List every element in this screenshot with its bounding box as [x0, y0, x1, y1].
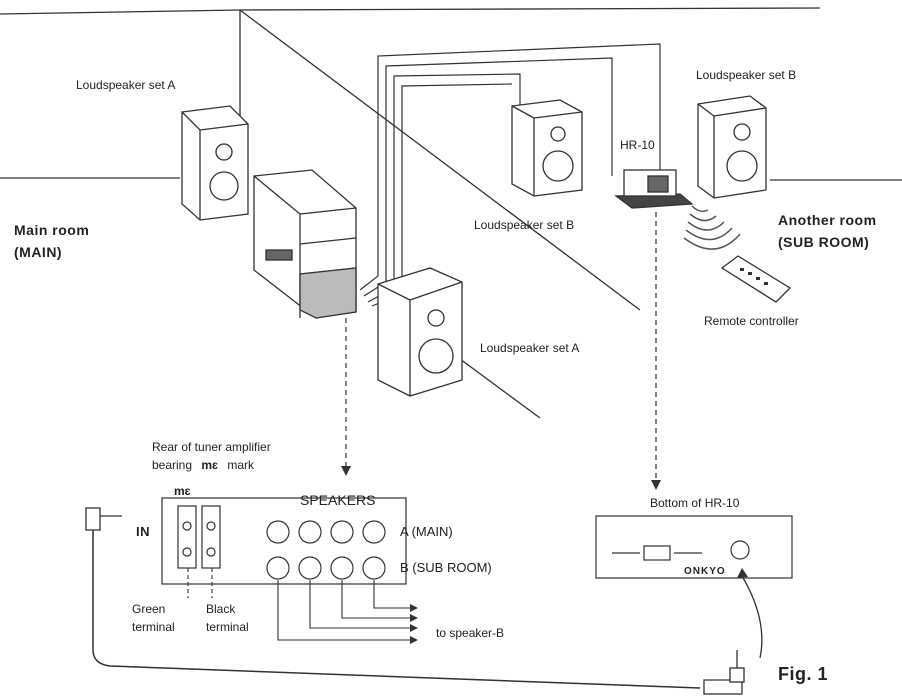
- curved-arrow-head: [737, 568, 748, 578]
- hr10-bottom-panel: [595, 515, 793, 579]
- label-main-room: Main room: [14, 222, 90, 238]
- label-bottom-hr10: Bottom of HR-10: [650, 496, 740, 510]
- connection-arrow-heads: [410, 604, 418, 644]
- connection-lines: [187, 568, 410, 641]
- onkyo-logo: ONKYO: [684, 566, 726, 577]
- curved-arrow: [741, 575, 763, 659]
- label-green-terminal: terminal: [132, 620, 175, 634]
- arrow-head-bottom: [651, 480, 661, 490]
- label-bearing: bearing: [152, 458, 193, 472]
- hr10-unit: [614, 169, 694, 209]
- label-main-room-code: (MAIN): [14, 244, 63, 260]
- tuner-amplifier-stack: [253, 169, 357, 319]
- arrow-head-rear: [341, 466, 351, 476]
- input-cable: [92, 530, 701, 689]
- label-hr10: HR-10: [620, 138, 655, 152]
- speaker-cables: [359, 43, 661, 307]
- remote-controller: [720, 255, 792, 303]
- speaker-b-right: [697, 95, 767, 199]
- speaker-a-back: [181, 105, 249, 221]
- panel-mr-mark: mɛ: [174, 484, 191, 498]
- label-bearing-mark: bearing mɛ mark: [152, 458, 254, 472]
- label-green: Green: [132, 602, 166, 616]
- label-black: Black: [206, 602, 236, 616]
- rear-panel: [161, 497, 407, 585]
- input-plug: [85, 507, 122, 531]
- label-loudspeaker-b-mid: Loudspeaker set B: [474, 218, 575, 232]
- label-speakers: SPEAKERS: [300, 492, 376, 508]
- label-to-speaker-b: to speaker-B: [436, 626, 505, 640]
- label-rear-of-tuner: Rear of tuner amplifier: [152, 440, 271, 454]
- label-another-room: Another room: [778, 212, 877, 228]
- speaker-a-front: [377, 267, 463, 397]
- right-angle-plug: [703, 650, 745, 695]
- label-black-terminal: terminal: [206, 620, 249, 634]
- speaker-b-mid: [511, 99, 583, 197]
- infrared-waves: [683, 205, 741, 250]
- ceiling-line-sub: [239, 7, 821, 11]
- label-a-main: A (MAIN): [400, 524, 453, 539]
- label-b-sub-room: B (SUB ROOM): [400, 560, 492, 575]
- label-loudspeaker-a-top: Loudspeaker set A: [76, 78, 176, 92]
- label-in: IN: [136, 524, 150, 539]
- dividing-wall-line: [239, 9, 641, 311]
- label-loudspeaker-b-top: Loudspeaker set B: [696, 68, 797, 82]
- label-loudspeaker-a-low: Loudspeaker set A: [480, 341, 580, 355]
- label-sub-room-code: (SUB ROOM): [778, 234, 870, 250]
- label-mark: mark: [227, 458, 255, 472]
- mr-mark-icon: mɛ: [201, 458, 219, 472]
- ceiling-line-main: [0, 9, 241, 15]
- label-remote-controller: Remote controller: [704, 314, 799, 328]
- figure-caption: Fig. 1: [778, 664, 829, 684]
